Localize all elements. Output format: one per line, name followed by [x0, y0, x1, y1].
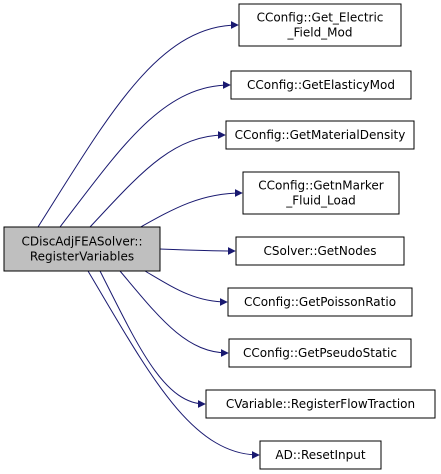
node-register-flow-traction-box: [205, 389, 436, 419]
node-get-poisson-ratio-box: [227, 287, 413, 317]
node-register-flow-traction[interactable]: CVariable::RegisterFlowTraction: [205, 389, 436, 419]
node-get-elasticy-mod-label-line: CConfig::GetElasticyMod: [247, 78, 395, 92]
node-reset-input[interactable]: AD::ResetInput: [259, 440, 382, 470]
root-node[interactable]: CDiscAdjFEASolver::RegisterVariables: [3, 226, 161, 272]
edge-to-get-poisson-ratio: [144, 270, 228, 306]
node-get-material-density[interactable]: CConfig::GetMaterialDensity: [225, 120, 415, 150]
node-get-nodes[interactable]: CSolver::GetNodes: [235, 236, 405, 266]
node-getn-marker-fluid-load-label-line: CConfig::GetnMarker: [258, 179, 384, 193]
node-get-elasticy-mod-box: [230, 70, 412, 100]
edge-to-register-flow-traction: [99, 270, 206, 408]
call-edges: [37, 21, 260, 459]
node-register-flow-traction-label-line: CVariable::RegisterFlowTraction: [226, 397, 415, 411]
node-get-material-density-box: [225, 120, 415, 150]
edge-to-get-material-density: [89, 131, 226, 228]
node-get-poisson-ratio[interactable]: CConfig::GetPoissonRatio: [227, 287, 413, 317]
node-getn-marker-fluid-load[interactable]: CConfig::GetnMarker_Fluid_Load: [242, 171, 400, 215]
node-reset-input-label-line: AD::ResetInput: [275, 448, 365, 462]
node-get-nodes-box: [235, 236, 405, 266]
root-node-label-line: RegisterVariables: [30, 250, 134, 264]
root-node-box: [3, 226, 161, 272]
node-get-pseudo-static-label-line: CConfig::GetPseudoStatic: [243, 346, 397, 360]
node-get-material-density-label-line: CConfig::GetMaterialDensity: [235, 128, 406, 142]
node-getn-marker-fluid-load-label-line: _Fluid_Load: [285, 194, 356, 208]
call-nodes: CDiscAdjFEASolver::RegisterVariablesCCon…: [3, 3, 436, 470]
node-get-elasticy-mod[interactable]: CConfig::GetElasticyMod: [230, 70, 412, 100]
node-get-nodes-label-line: CSolver::GetNodes: [264, 244, 377, 258]
node-reset-input-box: [259, 440, 382, 470]
node-get-pseudo-static[interactable]: CConfig::GetPseudoStatic: [228, 338, 412, 368]
node-get-electric-field-mod-label-line: _Field_Mod: [286, 26, 352, 40]
root-node-label-line: CDiscAdjFEASolver::: [21, 235, 142, 249]
edge-to-get-pseudo-static: [119, 270, 229, 357]
edge-to-get-nodes: [159, 246, 236, 255]
edge-to-get-elasticy-mod: [59, 81, 231, 228]
node-get-electric-field-mod[interactable]: CConfig::Get_Electric_Field_Mod: [238, 3, 402, 47]
edge-to-get-electric-field-mod: [37, 21, 239, 228]
node-get-electric-field-mod-box: [238, 3, 402, 47]
node-getn-marker-fluid-load-box: [242, 171, 400, 215]
edge-to-reset-input: [87, 270, 260, 459]
node-get-poisson-ratio-label-line: CConfig::GetPoissonRatio: [244, 295, 396, 309]
edge-to-getn-marker-fluid-load: [129, 189, 243, 234]
node-get-electric-field-mod-label-line: CConfig::Get_Electric: [257, 11, 384, 25]
node-get-pseudo-static-box: [228, 338, 412, 368]
